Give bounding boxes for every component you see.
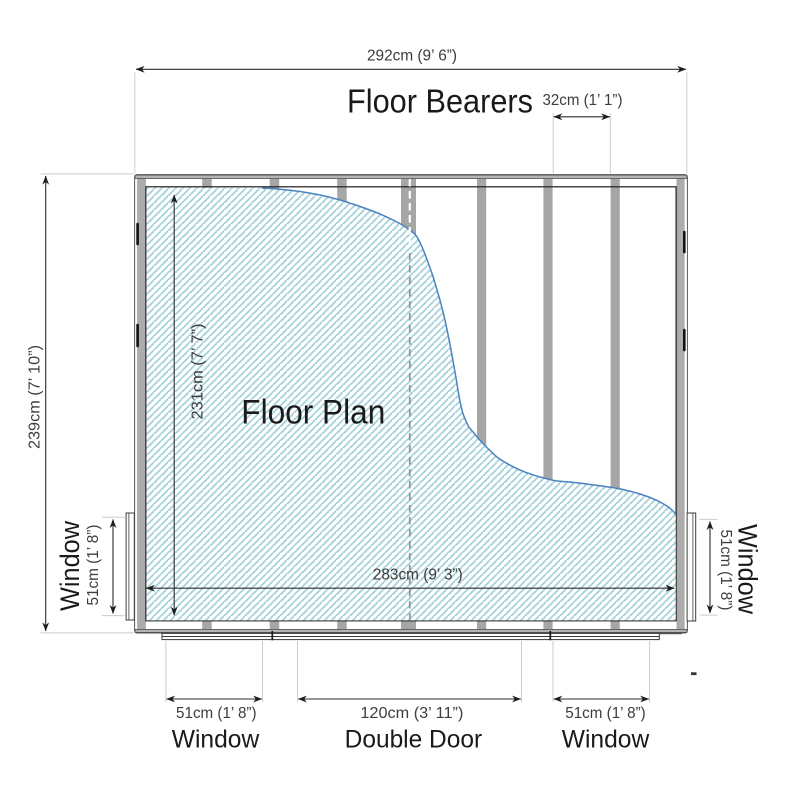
svg-text:51cm (1’ 8”): 51cm (1’ 8”)	[717, 530, 734, 611]
svg-text:Window: Window	[172, 726, 260, 754]
svg-text:Window: Window	[562, 726, 650, 754]
svg-text:120cm (3’ 11”): 120cm (3’ 11”)	[360, 705, 463, 722]
svg-text:239cm (7’ 10”): 239cm (7’ 10”)	[27, 345, 44, 449]
svg-text:292cm (9’ 6”): 292cm (9’ 6”)	[367, 48, 457, 65]
svg-text:32cm (1’ 1”): 32cm (1’ 1”)	[543, 92, 623, 109]
svg-text:51cm (1’ 8”): 51cm (1’ 8”)	[176, 705, 257, 722]
svg-text:51cm (1’ 8”): 51cm (1’ 8”)	[565, 705, 646, 722]
svg-text:51cm (1’ 8”): 51cm (1’ 8”)	[85, 525, 102, 606]
svg-text:231cm (7’ 7”): 231cm (7’ 7”)	[190, 324, 207, 420]
svg-text:Window: Window	[733, 524, 763, 614]
svg-text:Floor Bearers: Floor Bearers	[347, 84, 533, 121]
svg-text:Double Door: Double Door	[345, 726, 483, 754]
svg-text:283cm (9’ 3”): 283cm (9’ 3”)	[373, 567, 463, 584]
svg-text:Floor Plan: Floor Plan	[241, 394, 385, 432]
svg-text:Window: Window	[55, 521, 85, 611]
